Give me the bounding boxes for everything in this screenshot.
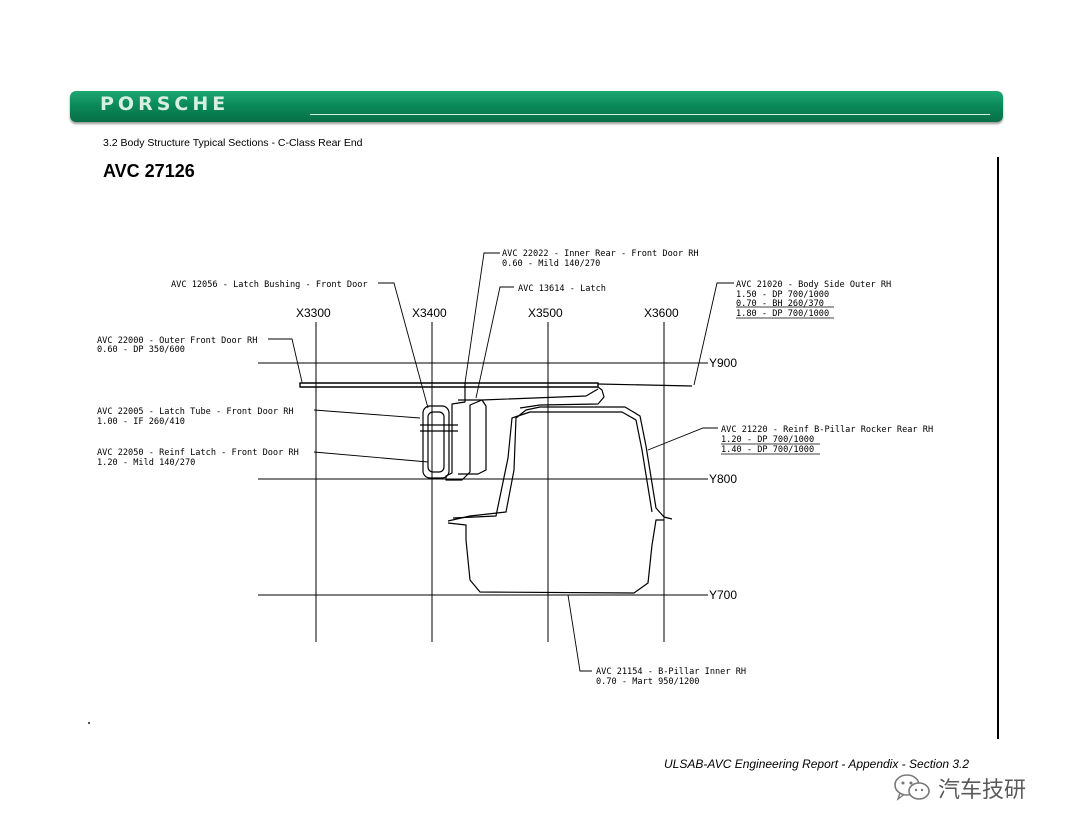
stray-dot — [88, 722, 90, 724]
leader-latch — [475, 286, 514, 399]
callout-latch-bushing: AVC 12056 - Latch Bushing - Front Door — [171, 280, 368, 290]
footer-text: ULSAB-AVC Engineering Report - Appendix … — [664, 757, 970, 771]
svg-text:1.50 - DP 700/1000: 1.50 - DP 700/1000 — [736, 290, 829, 300]
wechat-icon — [894, 774, 930, 801]
svg-text:1.00 - IF 260/410: 1.00 - IF 260/410 — [97, 417, 185, 427]
svg-text:0.60 - Mild 140/270: 0.60 - Mild 140/270 — [502, 259, 600, 269]
reinf-bpillar-rocker — [447, 406, 673, 522]
svg-text:1.20 - DP 700/1000: 1.20 - DP 700/1000 — [721, 435, 814, 445]
svg-text:0.70 - Mart 950/1200: 0.70 - Mart 950/1200 — [596, 677, 699, 687]
grid-label-y900: Y900 — [709, 356, 737, 370]
page-border-line — [997, 157, 999, 739]
leader-latch-tube — [313, 409, 421, 419]
grid-label-y800: Y800 — [709, 472, 737, 486]
leader-latch-bushing — [378, 282, 429, 409]
callout-reinf-latch: AVC 22050 - Reinf Latch - Front Door RH … — [97, 448, 299, 468]
bpillar-inner — [447, 519, 664, 594]
leader-body-side-outer — [693, 282, 734, 386]
grid-label-x3500: X3500 — [528, 306, 563, 320]
header-banner — [70, 91, 1003, 122]
svg-text:AVC 21020 - Body Side Outer RH: AVC 21020 - Body Side Outer RH — [736, 280, 891, 290]
outer-door-panel — [299, 382, 599, 388]
leader-reinf-latch — [313, 451, 429, 463]
inner-rear-door-panel — [445, 383, 599, 481]
callout-reinf-bpillar: AVC 21220 - Reinf B-Pillar Rocker Rear R… — [721, 425, 933, 455]
callout-bpillar-inner: AVC 21154 - B-Pillar Inner RH 0.70 - Mar… — [596, 667, 746, 687]
svg-text:AVC 21220 - Reinf B-Pillar Roc: AVC 21220 - Reinf B-Pillar Rocker Rear R… — [721, 425, 933, 435]
latch-part — [458, 399, 487, 475]
svg-text:AVC 21154 - B-Pillar Inner RH: AVC 21154 - B-Pillar Inner RH — [596, 667, 746, 677]
reinf-latch — [427, 411, 445, 473]
latch-tube — [422, 405, 450, 479]
svg-text:0.70 - BH 260/370: 0.70 - BH 260/370 — [736, 299, 824, 309]
svg-text:AVC 22022 - Inner Rear - Front: AVC 22022 - Inner Rear - Front Door RH — [502, 249, 699, 259]
callout-outer-front-door: AVC 22000 - Outer Front Door RH 0.60 - D… — [97, 336, 257, 355]
leader-outer-front-door — [268, 338, 303, 383]
callout-body-side-outer: AVC 21020 - Body Side Outer RH 1.50 - DP… — [736, 280, 891, 319]
banner-rule — [310, 114, 990, 115]
page-title: AVC 27126 — [103, 161, 195, 181]
watermark: 汽车技研 — [892, 770, 1026, 806]
watermark-text: 汽车技研 — [938, 778, 1027, 803]
svg-text:1.20 - Mild 140/270: 1.20 - Mild 140/270 — [97, 458, 195, 468]
grid-label-x3300: X3300 — [296, 306, 331, 320]
callout-inner-rear: AVC 22022 - Inner Rear - Front Door RH 0… — [502, 249, 699, 269]
svg-text:AVC 22050 - Reinf Latch - Fron: AVC 22050 - Reinf Latch - Front Door RH — [97, 448, 299, 458]
svg-text:AVC 22005 - Latch Tube - Front: AVC 22005 - Latch Tube - Front Door RH — [97, 407, 294, 417]
body-side-outer — [519, 383, 693, 409]
grid-label-y700: Y700 — [709, 588, 737, 602]
svg-text:1.40 - DP 700/1000: 1.40 - DP 700/1000 — [721, 445, 814, 455]
leader-reinf-bpillar — [647, 427, 718, 451]
brand-logo: PORSCHE — [100, 93, 230, 115]
svg-text:1.80 - DP 700/1000: 1.80 - DP 700/1000 — [736, 309, 829, 319]
grid-label-x3600: X3600 — [644, 306, 679, 320]
leader-bpillar-inner — [567, 594, 592, 672]
section-title: 3.2 Body Structure Typical Sections - C-… — [103, 137, 363, 149]
callout-latch: AVC 13614 - Latch — [518, 284, 606, 294]
svg-text:AVC 13614 - Latch: AVC 13614 - Latch — [518, 284, 606, 294]
grid-label-x3400: X3400 — [412, 306, 447, 320]
svg-text:AVC 12056 - Latch Bushing - Fr: AVC 12056 - Latch Bushing - Front Door — [171, 280, 368, 290]
svg-text:0.60 - DP 350/600: 0.60 - DP 350/600 — [97, 345, 185, 355]
callout-latch-tube: AVC 22005 - Latch Tube - Front Door RH 1… — [97, 407, 294, 427]
svg-text:AVC 22000 - Outer Front Door R: AVC 22000 - Outer Front Door RH — [97, 336, 257, 346]
leader-inner-rear — [464, 252, 500, 384]
